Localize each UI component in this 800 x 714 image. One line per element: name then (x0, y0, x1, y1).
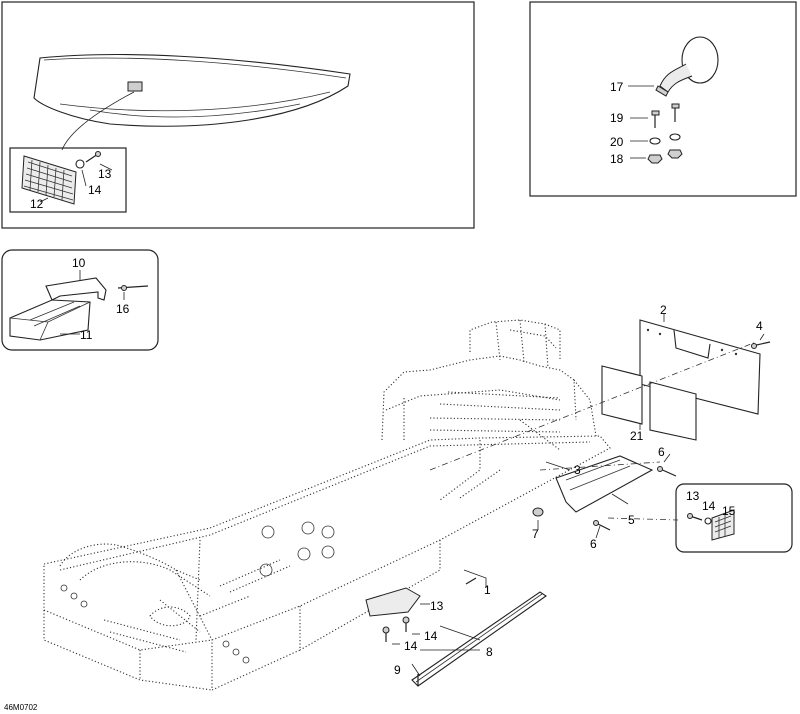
mud-flap-21-right (649, 381, 697, 441)
inset-mirror (529, 1, 797, 197)
storage-bag-11 (9, 299, 91, 341)
inset-reflector-side (675, 483, 793, 553)
callout-11: 11 (80, 328, 93, 342)
rivet-1 (465, 577, 477, 585)
callout-9: 9 (394, 663, 401, 677)
callout-6-bottom: 6 (590, 537, 597, 551)
inset-storage-bag (1, 249, 159, 351)
callout-2: 2 (660, 303, 667, 317)
washer-14 (75, 159, 85, 169)
flap-retainer-5 (555, 455, 654, 513)
callout-19: 19 (610, 111, 624, 125)
grommet-7 (532, 507, 544, 517)
rivet-4 (751, 341, 771, 349)
callout-20: 20 (610, 135, 624, 149)
callout-14-bolt-a: 14 (424, 629, 438, 643)
callout-12: 12 (30, 197, 44, 211)
callout-1: 1 (484, 583, 491, 597)
callout-14-inset: 14 (88, 183, 102, 197)
callout-5: 5 (628, 513, 635, 527)
callout-labels: 1 2 3 4 5 6 6 7 8 9 10 11 12 13 13 13 14… (4, 80, 763, 712)
front-brackets (60, 584, 250, 664)
bolts-14 (382, 616, 410, 642)
callout-18: 18 (610, 152, 624, 166)
reflector-12 (21, 155, 77, 205)
callout-15: 15 (722, 504, 736, 518)
deck-holes (259, 521, 335, 577)
bag-bracket-10 (45, 277, 107, 301)
skid-plate-13 (365, 587, 421, 617)
washers-20 (649, 133, 681, 145)
callout-10: 10 (72, 256, 86, 270)
callout-16: 16 (116, 302, 130, 316)
reflector-15 (711, 509, 735, 541)
callout-13-skid: 13 (430, 599, 444, 613)
runner-strip-8 (411, 591, 547, 687)
callout-13-side: 13 (686, 489, 700, 503)
callout-6-top: 6 (658, 445, 665, 459)
callout-21: 21 (630, 429, 644, 443)
screws-19 (651, 103, 680, 128)
callout-13-inset: 13 (98, 167, 112, 181)
callout-7: 7 (532, 527, 539, 541)
nuts-18 (647, 149, 683, 164)
mud-flap-21-left (601, 365, 643, 425)
callout-4: 4 (756, 319, 763, 333)
mirror-17 (655, 36, 719, 97)
rivets-6 (593, 466, 677, 531)
detail-box-reflector (9, 147, 127, 213)
figure-code: 46M0702 (4, 703, 38, 712)
callout-3: 3 (574, 463, 581, 477)
callout-8: 8 (486, 645, 493, 659)
callout-14-side: 14 (702, 499, 716, 513)
washer-14-side (704, 517, 712, 525)
bumper-reflector-mount (127, 81, 143, 92)
callout-17: 17 (610, 80, 624, 94)
callout-14-bolt-b: 14 (404, 639, 418, 653)
inset-bumper-reflector (1, 1, 475, 229)
frame-assembly (43, 319, 611, 691)
bumper-panel (33, 53, 351, 127)
